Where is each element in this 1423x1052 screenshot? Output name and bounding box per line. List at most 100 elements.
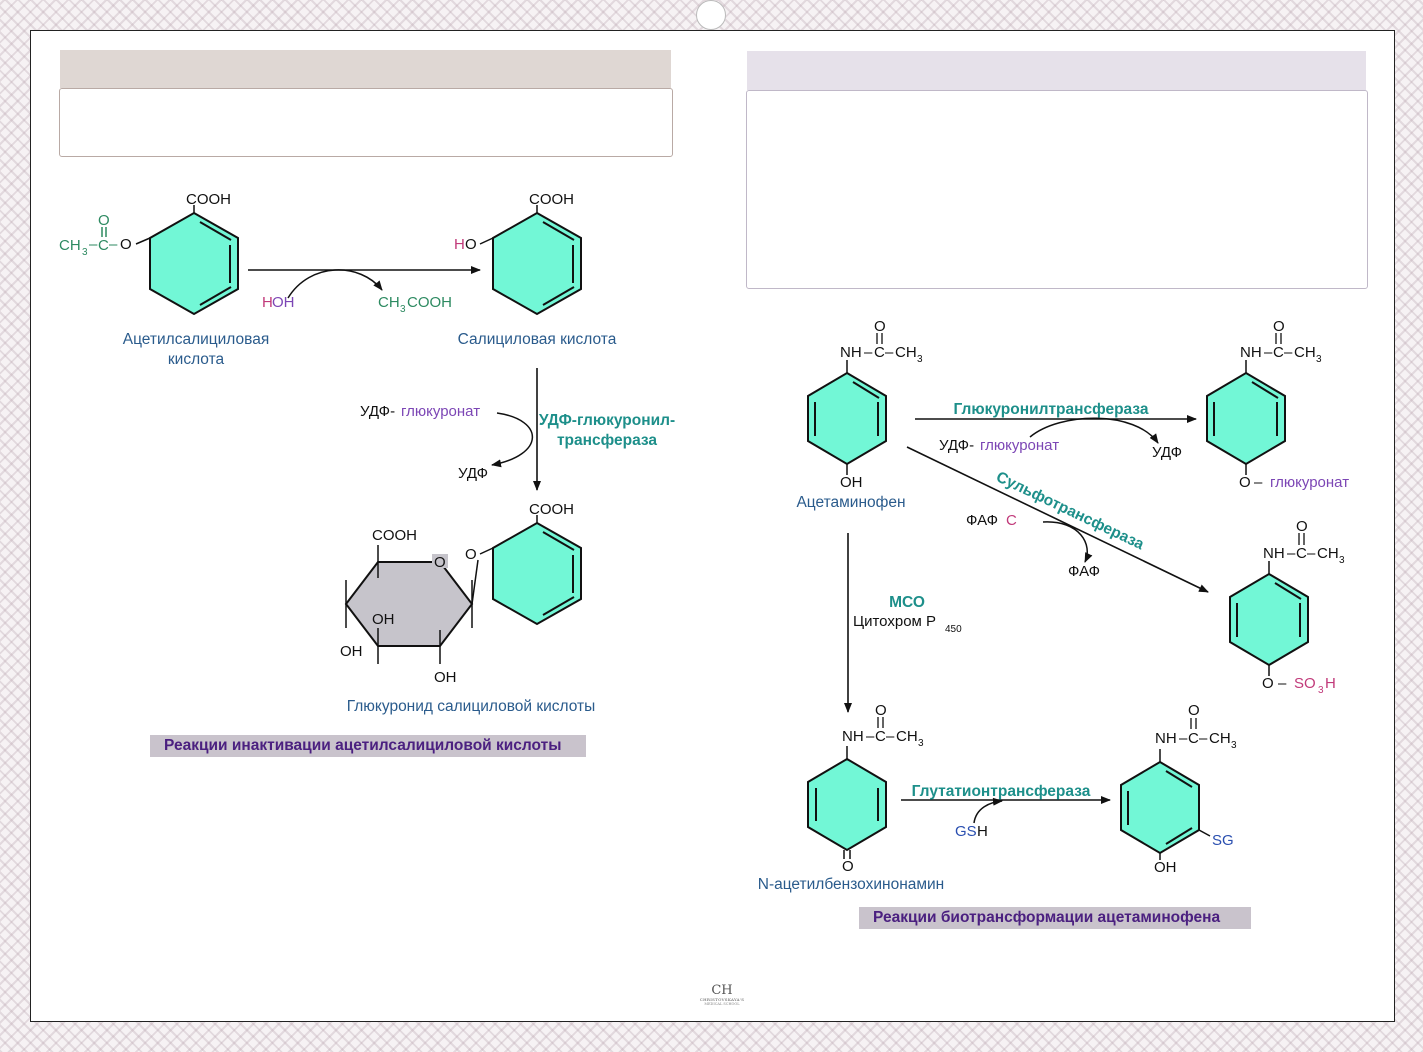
svg-text:CH: CH xyxy=(896,728,918,745)
svg-text:NH: NH xyxy=(840,344,862,361)
glucuronide-cooh: COOH xyxy=(529,501,574,518)
acetyl-ch: CH xyxy=(59,237,81,254)
glucuronide-link-o: O xyxy=(465,546,477,563)
mco-label: МСО xyxy=(889,594,925,611)
sugar-ring-o-bg xyxy=(432,554,448,568)
svg-text:C: C xyxy=(1188,730,1199,747)
svg-text:–: – xyxy=(1264,344,1273,361)
acetic-acid-sub: 3 xyxy=(400,304,406,315)
acetyl-c: C xyxy=(98,237,109,254)
acetic-acid-ch: CH xyxy=(378,294,400,311)
svg-text:NH: NH xyxy=(1240,344,1262,361)
logo-line1: CHRISTOVSKAYA'S xyxy=(699,997,745,1002)
udp-right-released: УДФ xyxy=(1152,444,1182,461)
svg-text:–: – xyxy=(1307,545,1316,562)
acetyl-carbonyl-o: O xyxy=(98,212,110,229)
sugar-oh-2: OH xyxy=(340,643,363,660)
logo-line2: MEDICAL SCHOOL xyxy=(704,1002,740,1006)
svg-text:CH: CH xyxy=(1209,730,1231,747)
acetaminophen-ring xyxy=(807,360,887,475)
glucuronide-product-ring xyxy=(1206,360,1286,475)
sulfotransferase-arrow xyxy=(906,446,1209,593)
glucuronide-product-dash: – xyxy=(1254,474,1263,491)
napqi-ring xyxy=(807,746,887,859)
salicylic-o: O xyxy=(465,236,477,253)
salicylic-benzene-ring xyxy=(479,205,582,316)
svg-text:O: O xyxy=(875,702,887,719)
sulfate-product-o: O xyxy=(1262,675,1274,692)
svg-text:O: O xyxy=(1273,318,1285,335)
glucuronide-product-label: глюкуронат xyxy=(1270,474,1349,491)
glucuronide-product-o: O xyxy=(1239,474,1251,491)
logo-monogram: CH xyxy=(711,983,733,998)
svg-text:O: O xyxy=(1188,702,1200,719)
udpga-prefix: УДФ- xyxy=(360,403,395,420)
svg-text:CH: CH xyxy=(1294,344,1316,361)
gsh-gs: GS xyxy=(955,823,977,840)
binding-ring-icon xyxy=(696,0,726,30)
udpga-right-prefix: УДФ- xyxy=(939,437,974,454)
napqi-amide: NH – C – CH 3 O xyxy=(842,702,924,749)
svg-text:NH: NH xyxy=(842,728,864,745)
glutathione-conjugate-ring xyxy=(1120,749,1211,860)
svg-text:C: C xyxy=(874,344,885,361)
aspirin-name-line1: Ацетилсалициловая xyxy=(123,331,269,348)
water-h: H xyxy=(262,294,273,311)
paps-curve-arrow xyxy=(1042,521,1093,563)
gsh-h: H xyxy=(977,823,988,840)
udp-released: УДФ xyxy=(458,465,488,482)
left-text-box xyxy=(59,88,673,157)
cytochrome-sub: 450 xyxy=(945,624,962,635)
acetyl-group: CH 3 – C – O xyxy=(59,212,118,258)
glucuronide-benzene-ring xyxy=(479,515,582,626)
cytochrome-label: Цитохром P xyxy=(853,613,936,630)
school-logo: CH CHRISTOVSKAYA'S MEDICAL SCHOOL xyxy=(690,984,754,1006)
napqi-name: N-ацетилбензохинонамин xyxy=(758,876,945,893)
svg-text:–: – xyxy=(1179,730,1188,747)
water-oh: OH xyxy=(272,294,295,311)
sulfate-product-amide: NH – C – CH 3 O xyxy=(1263,518,1345,566)
glucuronide-name: Глюкуронид салициловой кислоты xyxy=(347,698,596,715)
sugar-oh-3: OH xyxy=(372,611,395,628)
acetyl-dash-2: – xyxy=(109,236,118,253)
glucuronide-product-amide: NH – C – CH 3 O xyxy=(1240,318,1322,365)
acetic-acid-cooh: COOH xyxy=(407,294,452,311)
svg-text:O: O xyxy=(874,318,886,335)
svg-text:–: – xyxy=(885,344,894,361)
glucuronic-acid-ring xyxy=(344,545,479,664)
svg-text:CH: CH xyxy=(1317,545,1339,562)
sugar-cooh: COOH xyxy=(372,527,417,544)
sulfo-h: H xyxy=(1325,675,1336,692)
pap-released: ФАФ xyxy=(1068,563,1100,580)
sulfo-so: SO xyxy=(1294,675,1316,692)
right-text-box xyxy=(746,90,1368,289)
gsh-curve-arrow xyxy=(973,797,1003,824)
aspirin-ester-o: O xyxy=(120,236,132,253)
svg-text:O: O xyxy=(1296,518,1308,535)
svg-text:NH: NH xyxy=(1263,545,1285,562)
caption-aspirin: Реакции инактивации ацетилсалициловой ки… xyxy=(150,735,586,757)
enzyme-glucuronyltransferase: Глюкуронилтрансфераза xyxy=(954,401,1149,418)
svg-text:–: – xyxy=(864,344,873,361)
aspirin-name-line2: кислота xyxy=(168,351,225,368)
svg-text:–: – xyxy=(1287,545,1296,562)
udpga-suffix: глюкуронат xyxy=(401,403,480,420)
udf-curve-arrow xyxy=(491,412,534,468)
svg-text:–: – xyxy=(886,728,895,745)
acetyl-dash: – xyxy=(89,236,98,253)
glutathione-conjugate-amide: NH – C – CH 3 O xyxy=(1155,702,1237,751)
sulfate-product-dash: – xyxy=(1278,675,1287,692)
aspirin-benzene-ring xyxy=(135,205,239,316)
aspirin-cooh: COOH xyxy=(186,191,231,208)
svg-text:NH: NH xyxy=(1155,730,1177,747)
sugar-ring-o: O xyxy=(434,554,446,571)
svg-text:3: 3 xyxy=(1316,354,1322,365)
enzyme-gst: Глутатионтрансфераза xyxy=(912,783,1091,800)
udpga-right-suffix: глюкуронат xyxy=(980,437,1059,454)
svg-text:–: – xyxy=(1199,730,1208,747)
svg-text:–: – xyxy=(1284,344,1293,361)
acetaminophen-oh: OH xyxy=(840,474,863,491)
paps-suffix: С xyxy=(1006,512,1017,529)
svg-text:C: C xyxy=(1296,545,1307,562)
